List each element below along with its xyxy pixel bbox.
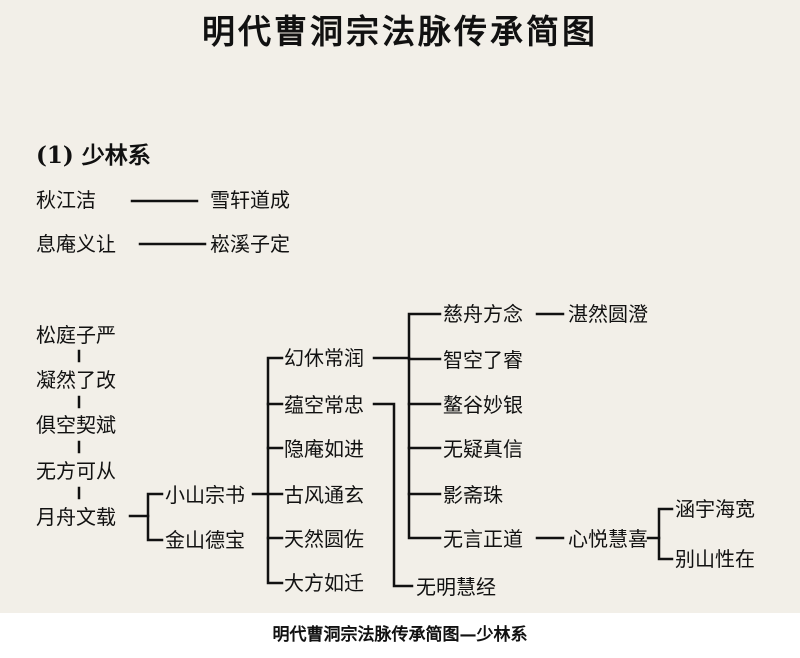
lineage-node: 别山性在 <box>675 547 755 571</box>
lineage-node: 鳌谷妙银 <box>443 393 523 417</box>
lineage-node: 无疑真信 <box>443 437 523 461</box>
diagram-title: 明代曹洞宗法脉传承简图 <box>202 12 598 51</box>
lineage-node: 凝然了改 <box>36 368 116 392</box>
lineage-node: 心悦慧喜 <box>568 527 648 551</box>
lineage-node: 大方如迁 <box>284 571 364 595</box>
lineage-node: 月舟文载 <box>36 505 116 529</box>
lineage-node: 小山宗书 <box>165 483 245 507</box>
section-heading: (1) 少林系 <box>36 142 151 169</box>
lineage-node: 智空了睿 <box>443 348 523 372</box>
bracket-line <box>266 356 284 585</box>
lineage-node: 隐庵如进 <box>284 437 364 461</box>
pair-disciple: 雪轩道成 <box>210 188 290 212</box>
bracket-line <box>372 402 414 588</box>
lineage-node: 俱空契斌 <box>36 413 116 437</box>
lineage-node: 古风通玄 <box>284 483 364 507</box>
figure-caption: 明代曹洞宗法脉传承简图—少林系 <box>272 625 528 645</box>
pair-disciple: 崧溪子定 <box>210 232 290 256</box>
pair-master: 息庵义让 <box>36 232 116 256</box>
lineage-node: 金山德宝 <box>165 528 245 552</box>
lineage-node: 影斋珠 <box>443 483 503 507</box>
lineage-node: 幻休常润 <box>284 346 364 370</box>
lineage-node: 无明慧经 <box>416 575 496 599</box>
bracket-line <box>146 492 164 542</box>
lineage-node: 涵宇海宽 <box>675 497 755 521</box>
lineage-node: 湛然圆澄 <box>568 302 648 326</box>
lineage-node: 慈舟方念 <box>443 302 523 326</box>
bracket-line <box>657 507 674 561</box>
bracket-line <box>407 312 442 540</box>
lineage-node: 无言正道 <box>443 527 523 551</box>
lineage-node: 松庭子严 <box>36 323 116 347</box>
diagram-background <box>0 0 800 613</box>
connector-lines <box>77 199 674 588</box>
lineage-node: 无方可从 <box>36 459 116 483</box>
lineage-node: 蕴空常忠 <box>284 393 364 417</box>
lineage-node: 天然圆佐 <box>284 527 364 551</box>
pair-master: 秋江洁 <box>36 188 96 212</box>
